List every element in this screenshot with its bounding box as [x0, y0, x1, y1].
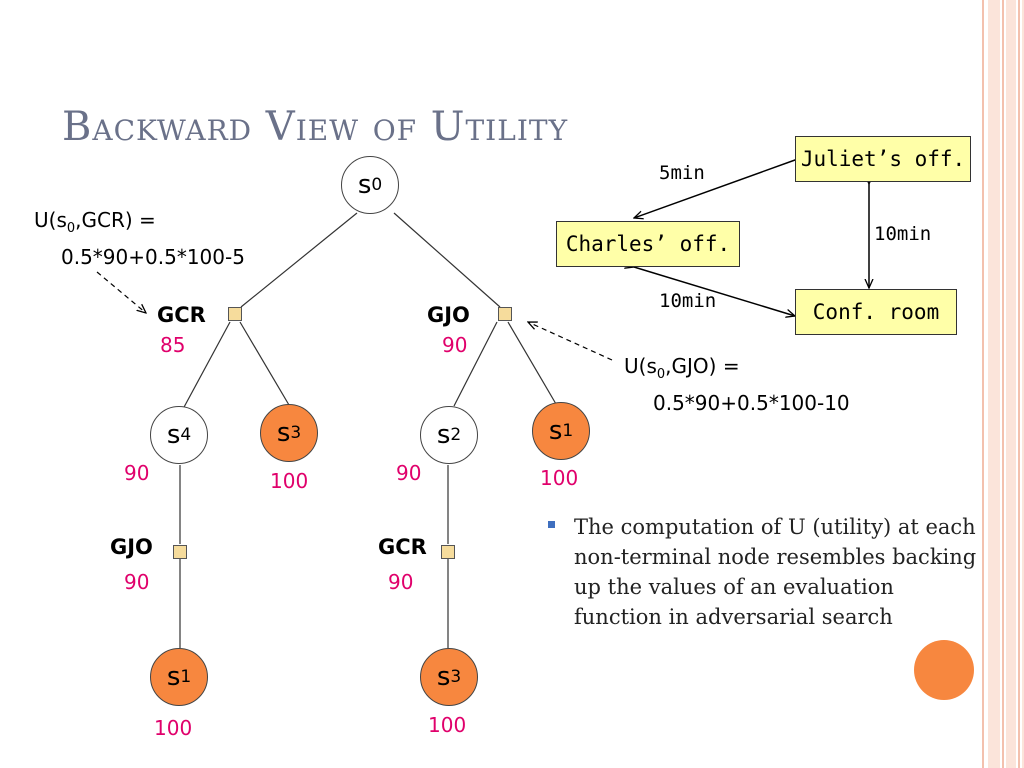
- action-node-gcr-lower: [441, 545, 455, 559]
- right-utility-formula: U(s0,GJO) = 0.5*90+0.5*100-10: [624, 354, 850, 415]
- decorative-circle: [914, 640, 974, 700]
- action-label-gcr: GCR: [157, 303, 206, 327]
- state-value-s3: 100: [270, 469, 309, 493]
- bullet-square-icon: [548, 521, 555, 528]
- distance-charles-juliet: 5min: [659, 162, 705, 184]
- state-value-s2: 90: [396, 461, 422, 485]
- bullet-text: The computation of U (utility) at each n…: [574, 515, 977, 629]
- action-node-gcr: [228, 307, 242, 321]
- location-conf-room: Conf. room: [795, 289, 957, 335]
- distance-juliet-conf: 10min: [874, 223, 932, 245]
- left-utility-formula: U(s0,GCR) = 0.5*90+0.5*100-5: [34, 208, 245, 269]
- action-value-gcr: 85: [160, 333, 186, 357]
- slide-title: Backward View of Utility: [62, 104, 569, 150]
- state-value-s1-leaf: 100: [154, 716, 193, 740]
- slide-border-decoration: [982, 0, 1024, 768]
- state-value-s4: 90: [124, 461, 150, 485]
- action-node-gjo: [498, 307, 512, 321]
- location-charles-office: Charles’ off.: [556, 221, 740, 267]
- bullet-point: The computation of U (utility) at each n…: [548, 512, 988, 632]
- action-node-gjo-lower: [173, 545, 187, 559]
- action-label-gjo-lower: GJO: [110, 535, 153, 559]
- action-label-gcr-lower: GCR: [378, 535, 427, 559]
- action-value-gjo-lower: 90: [124, 570, 150, 594]
- action-label-gjo: GJO: [427, 303, 470, 327]
- distance-charles-conf: 10min: [659, 290, 717, 312]
- action-value-gcr-lower: 90: [388, 570, 414, 594]
- action-value-gjo: 90: [442, 333, 468, 357]
- location-juliets-office: Juliet’s off.: [795, 136, 971, 182]
- state-value-s1: 100: [540, 466, 579, 490]
- state-value-s3-leaf: 100: [428, 713, 467, 737]
